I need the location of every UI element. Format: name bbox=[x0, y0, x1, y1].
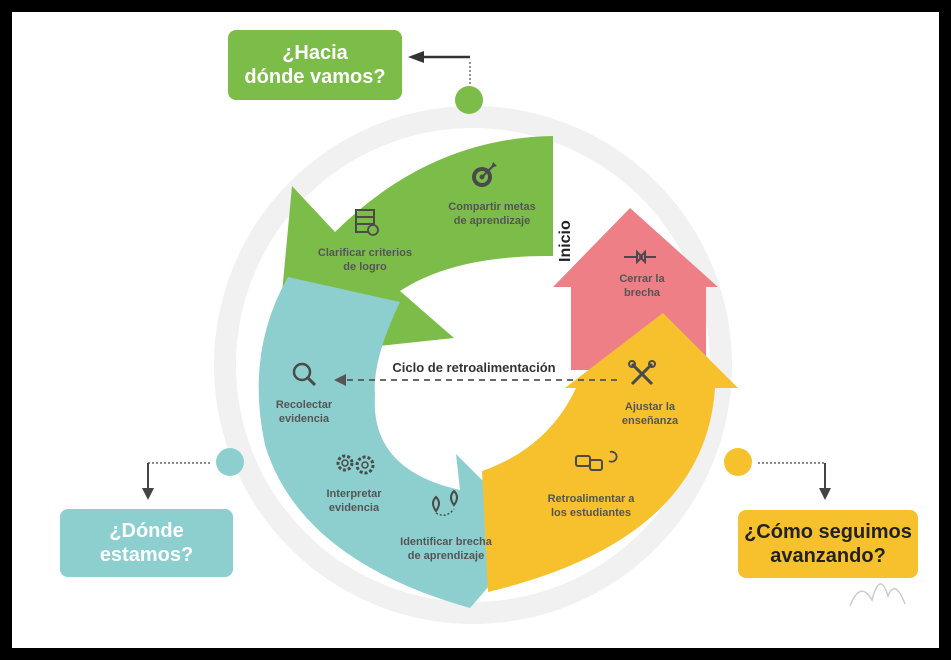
gears-icon bbox=[336, 454, 375, 475]
question-line: ¿Hacia bbox=[282, 42, 348, 64]
teal-arrow-segment bbox=[258, 277, 535, 608]
question-box-right: ¿Cómo seguimos avanzando? bbox=[738, 510, 918, 578]
step-label: de logro bbox=[343, 261, 387, 273]
arrowhead-right bbox=[819, 488, 831, 500]
step-label: de aprendizaje bbox=[408, 550, 484, 562]
step-label: Compartir metas bbox=[448, 201, 535, 213]
map-pins-icon bbox=[432, 489, 458, 516]
connector-dot-left bbox=[216, 448, 244, 476]
step-label: Identificar brecha bbox=[400, 536, 493, 548]
connector-dot-right bbox=[724, 448, 752, 476]
arrowhead-left bbox=[142, 488, 154, 500]
step-label: Recolectar bbox=[276, 399, 333, 411]
arrowhead-top bbox=[408, 51, 424, 63]
step-label: evidencia bbox=[329, 502, 380, 514]
question-line: estamos? bbox=[99, 544, 194, 566]
target-icon bbox=[472, 162, 497, 187]
step-label: Ajustar la bbox=[625, 401, 676, 413]
step-label: los estudiantes bbox=[551, 507, 631, 519]
yellow-arrow-segment bbox=[482, 313, 738, 592]
connector-dot-top bbox=[455, 86, 483, 114]
background-ring bbox=[214, 106, 732, 624]
diagram-frame: Ciclo de retroalimentación Inicio bbox=[12, 12, 939, 648]
question-line: ¿Cómo seguimos bbox=[744, 521, 912, 543]
question-line: ¿Dónde bbox=[109, 520, 184, 542]
feedback-cycle-diagram: Ciclo de retroalimentación Inicio bbox=[142, 51, 906, 624]
tools-icon bbox=[628, 360, 656, 386]
step-label: Retroalimentar a bbox=[548, 493, 636, 505]
step-label: de aprendizaje bbox=[454, 215, 530, 227]
center-label: Ciclo de retroalimentación bbox=[392, 360, 555, 375]
converging-arrows-icon bbox=[624, 249, 656, 265]
step-label: Interpretar bbox=[326, 488, 382, 500]
step-label: Clarificar criterios bbox=[318, 247, 412, 259]
question-box-left: ¿Dónde estamos? bbox=[60, 509, 233, 577]
step-label: brecha bbox=[624, 287, 661, 299]
question-line: avanzando? bbox=[770, 545, 886, 567]
feedback-arrowhead bbox=[334, 374, 346, 386]
step-label: enseñanza bbox=[622, 415, 679, 427]
start-label: Inicio bbox=[557, 220, 574, 262]
question-box-top: ¿Hacia dónde vamos? bbox=[228, 30, 402, 100]
step-label: evidencia bbox=[279, 413, 330, 425]
chat-bubbles-icon bbox=[575, 450, 618, 471]
checklist-icon bbox=[355, 209, 379, 236]
sketch-mark bbox=[849, 583, 906, 607]
step-label: Cerrar la bbox=[619, 273, 665, 285]
question-line: dónde vamos? bbox=[244, 66, 386, 88]
magnifier-icon bbox=[292, 362, 317, 387]
